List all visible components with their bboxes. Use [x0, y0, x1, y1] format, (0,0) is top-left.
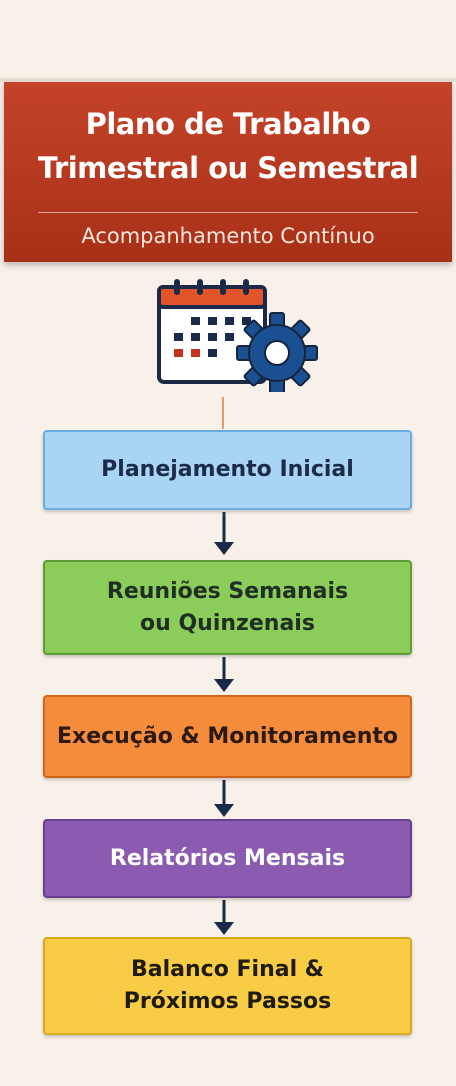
- top-rule: [0, 78, 456, 82]
- step-box: Relatórios Mensais: [43, 819, 412, 898]
- step-label: Planejamento Inicial: [101, 457, 354, 482]
- step-box: Planejamento Inicial: [43, 430, 412, 510]
- page-subtitle: Acompanhamento Contínuo: [81, 224, 375, 248]
- step-box: Balanco Final & Próximos Passos: [43, 937, 412, 1035]
- step-label: Relatórios Mensais: [109, 845, 346, 871]
- step-box: Execução & Monitoramento: [43, 695, 412, 778]
- down-arrow-icon: [214, 657, 234, 692]
- step-label: Reuniões Semanais ou Quinzenais: [106, 578, 349, 636]
- step-label: Execução & Monitoramento: [56, 723, 399, 749]
- down-arrow-icon: [214, 512, 234, 555]
- header-divider: [38, 212, 418, 213]
- calendar-gear-icon: [157, 279, 318, 392]
- down-arrow-icon: [214, 900, 234, 935]
- connector-line: [222, 397, 224, 429]
- header-banner: Plano de Trabalho Trimestral ou Semestra…: [4, 82, 452, 262]
- page-title: Plano de Trabalho Trimestral ou Semestra…: [37, 107, 419, 185]
- down-arrow-icon: [214, 780, 234, 817]
- step-box: Reuniões Semanais ou Quinzenais: [43, 560, 412, 655]
- step-label: Balanco Final & Próximos Passos: [123, 957, 332, 1014]
